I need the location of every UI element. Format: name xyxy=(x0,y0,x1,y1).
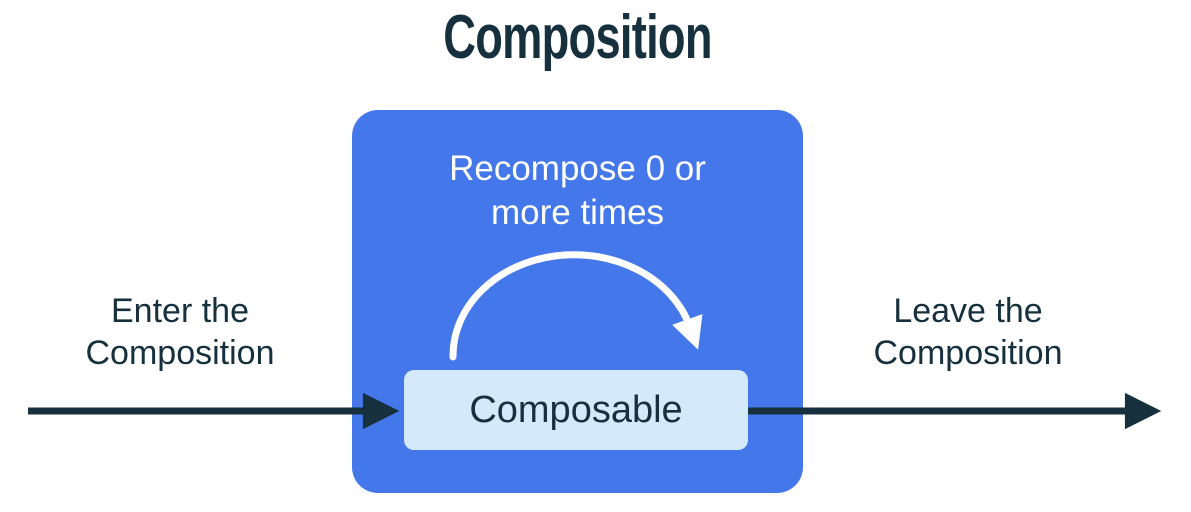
composable-box: Composable xyxy=(404,370,748,450)
diagram-title: Composition xyxy=(443,3,712,72)
enter-composition-label: Enter the Composition xyxy=(85,292,275,372)
composable-label: Composable xyxy=(469,388,683,431)
leave-composition-label: Leave the Composition xyxy=(873,292,1063,372)
recompose-label: Recompose 0 or more times xyxy=(449,149,706,232)
